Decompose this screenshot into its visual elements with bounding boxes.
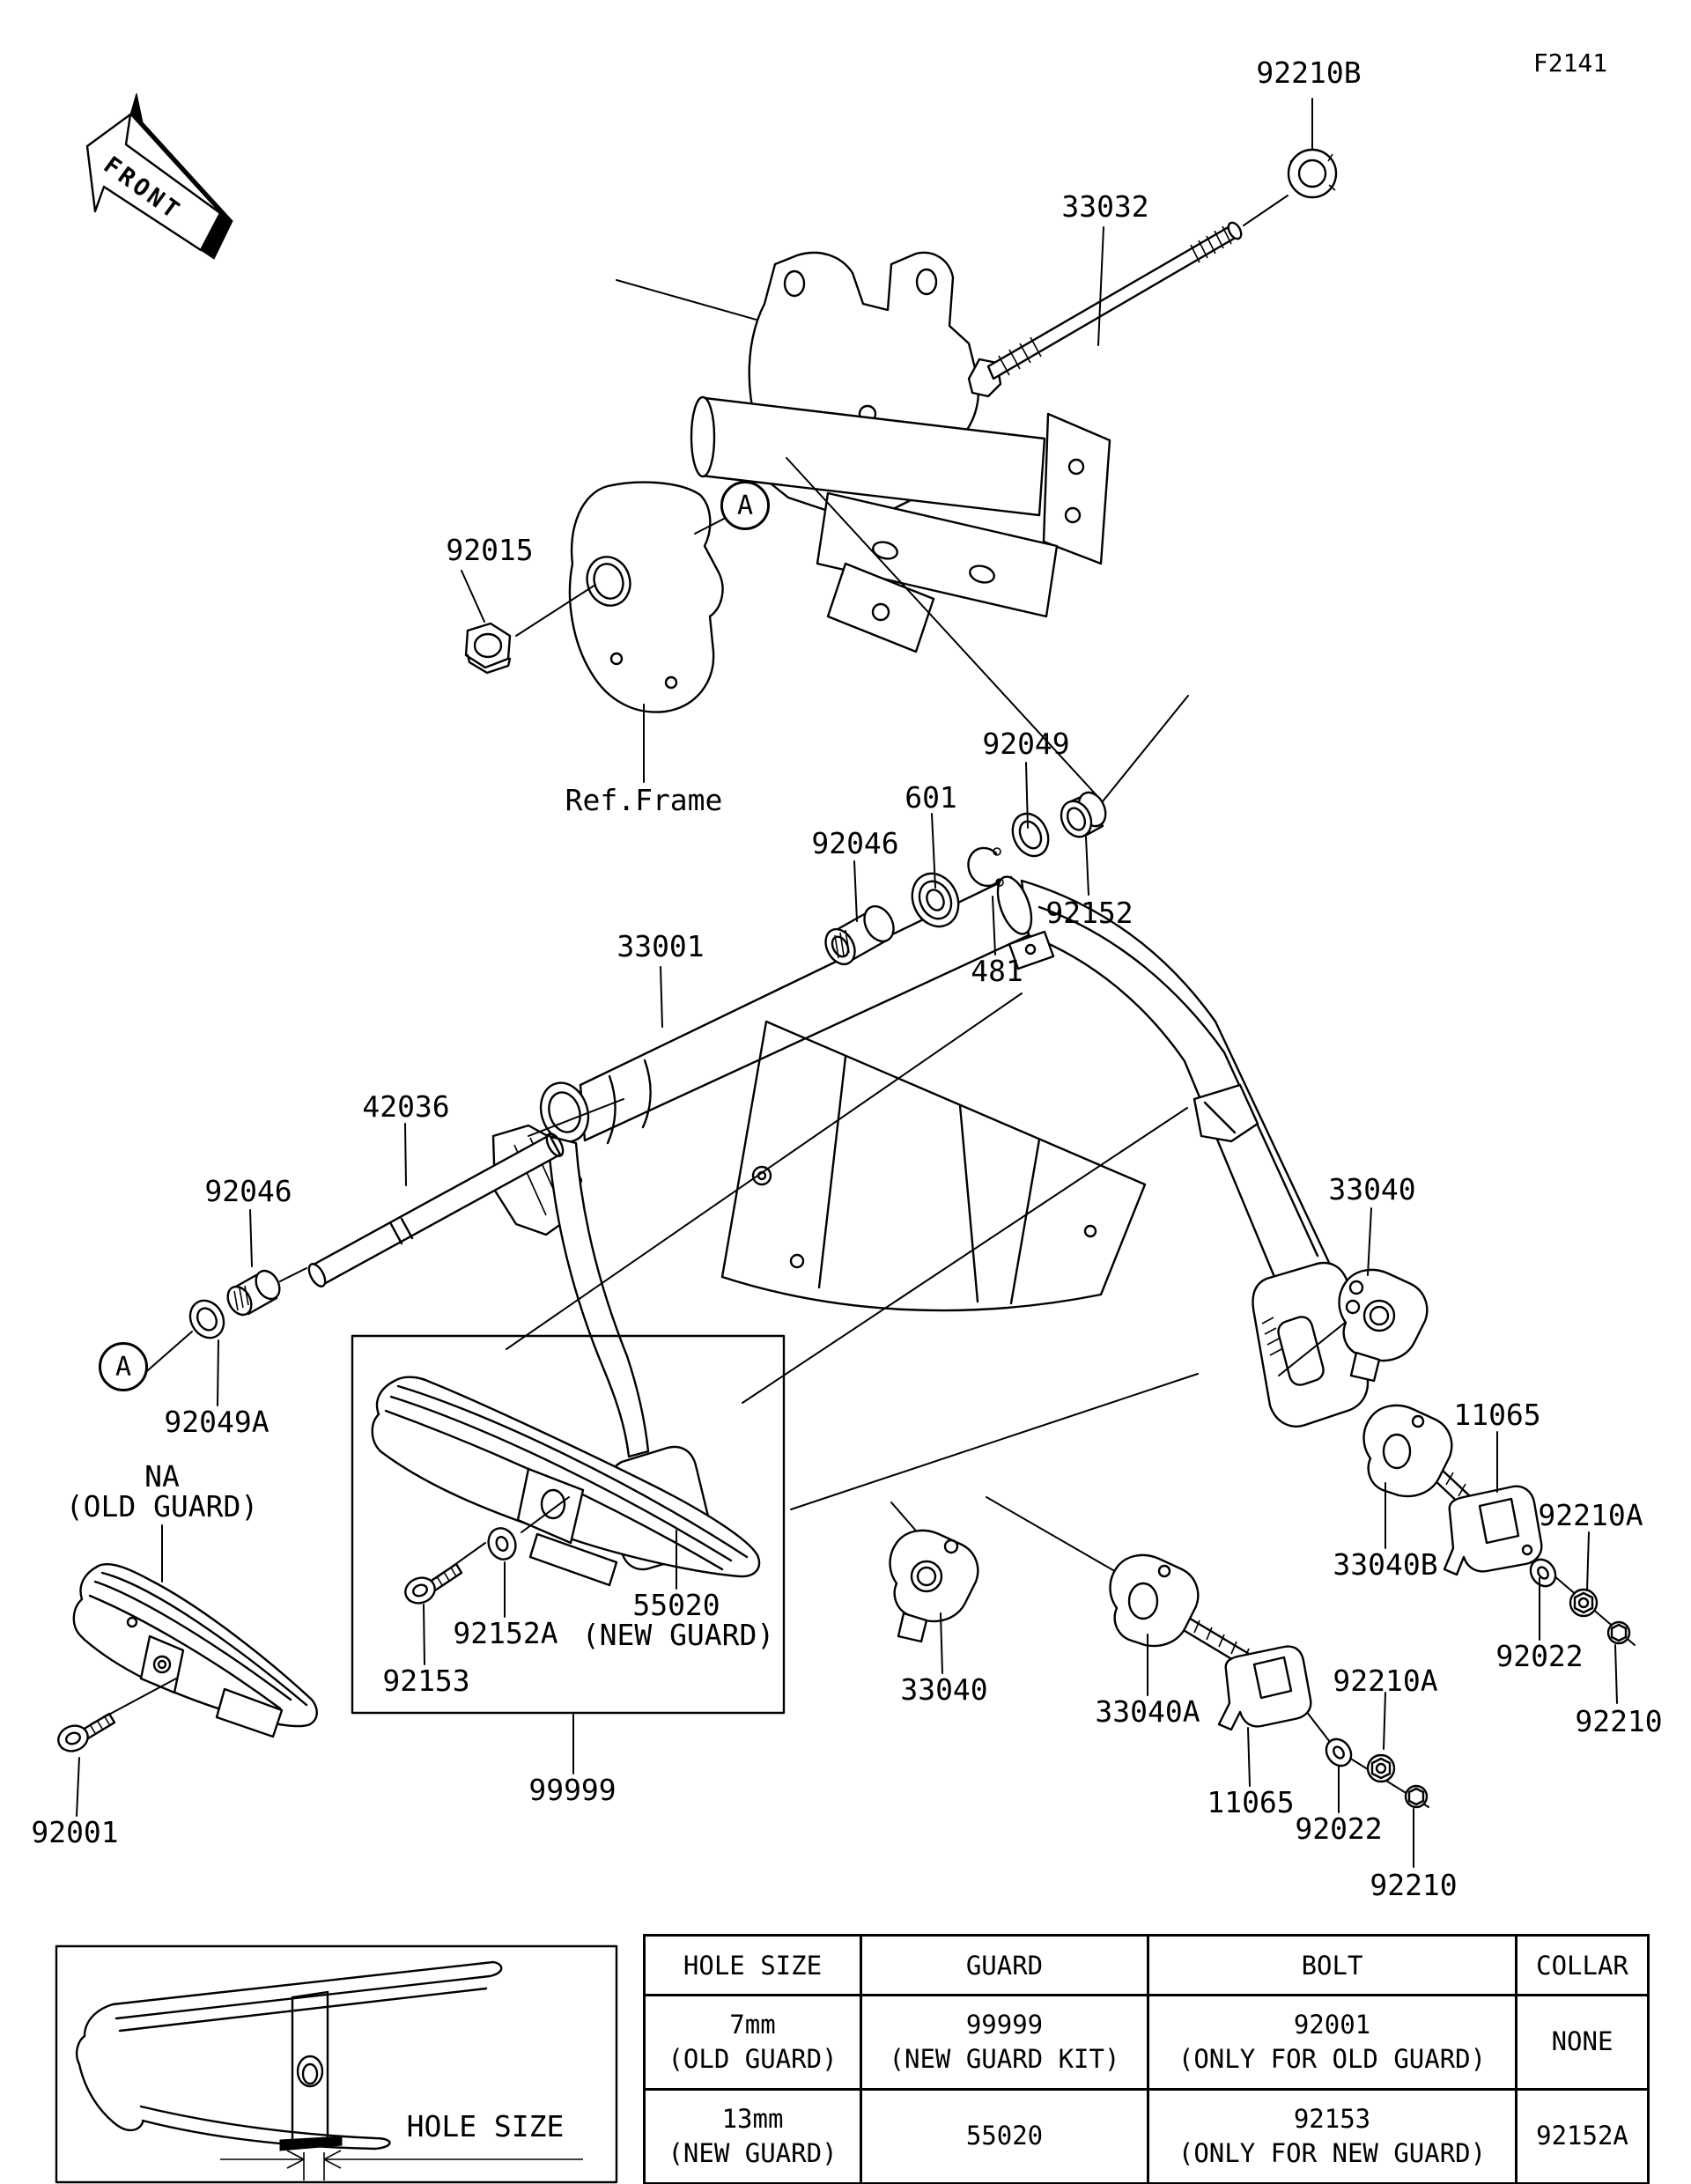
table-header-bolt: BOLT [1147, 1934, 1517, 1996]
part-label-92001: 92001 [31, 1815, 119, 1849]
table-row-old-guard: 7mm(OLD GUARD) 99999(NEW GUARD KIT) 9200… [643, 1994, 1650, 2091]
part-label-601: 601 [905, 780, 957, 815]
right-adjuster-parts-art [1340, 1270, 1630, 1643]
part-label-42036: 42036 [362, 1089, 450, 1124]
part-label-33001: 33001 [617, 929, 705, 963]
part-label-33040B: 33040B [1333, 1547, 1438, 1582]
detail-marker-a-top: A [720, 481, 770, 530]
part-label-92022-right: 92022 [1495, 1639, 1584, 1673]
part-label-92046-top: 92046 [811, 826, 899, 860]
swingarm-art [493, 873, 1368, 1569]
new-guard-label: (NEW GUARD) [581, 1618, 775, 1652]
part-label-92049: 92049 [982, 727, 1070, 761]
new-guard-box-art [352, 1336, 784, 1713]
leader-lines [77, 99, 1617, 1867]
ref-frame-bracket-art [570, 253, 1110, 712]
front-arrow-icon [87, 93, 233, 259]
old-guard-na-label: NA [144, 1459, 180, 1494]
detail-marker-a-left: A [99, 1342, 148, 1391]
part-label-92049A: 92049A [164, 1405, 270, 1439]
part-label-33040-bottom: 33040 [900, 1672, 988, 1707]
part-label-92210-bottom: 92210 [1370, 1868, 1458, 1902]
table-header-row: HOLE SIZE GUARD BOLT COLLAR [643, 1934, 1650, 1996]
pivot-bolt-art [969, 150, 1336, 396]
part-label-92210B: 92210B [1256, 55, 1362, 90]
part-label-33040A: 33040A [1095, 1694, 1200, 1729]
part-label-11065-right: 11065 [1453, 1398, 1541, 1432]
part-label-55020: 55020 [632, 1588, 720, 1622]
part-label-33040-right: 33040 [1328, 1172, 1416, 1206]
part-label-11065-bottom: 11065 [1207, 1785, 1295, 1819]
nut-92015-art [466, 623, 510, 673]
part-label-92152: 92152 [1045, 896, 1133, 930]
part-label-92152A: 92152A [453, 1616, 558, 1650]
part-label-92210-right: 92210 [1575, 1704, 1663, 1738]
ref-frame-label: Ref.Frame [565, 783, 723, 817]
old-guard-label: (OLD GUARD) [65, 1489, 259, 1524]
bottom-adjuster-parts-art [890, 1531, 1428, 1807]
part-label-92210A-bottom: 92210A [1333, 1664, 1438, 1698]
table-header-collar: COLLAR [1515, 1934, 1650, 1996]
table-header-hole-size: HOLE SIZE [643, 1934, 862, 1996]
part-label-481: 481 [971, 954, 1023, 988]
pivot-bearing-parts-art [820, 788, 1111, 970]
hole-size-label: HOLE SIZE [406, 2109, 565, 2143]
hole-size-detail-art [56, 1946, 617, 2182]
part-label-92046-left: 92046 [204, 1174, 292, 1208]
part-label-92210A-right: 92210A [1538, 1498, 1643, 1532]
table-row-new-guard: 13mm(NEW GUARD) 55020 92153(ONLY FOR NEW… [643, 2088, 1650, 2184]
guard-pointer-lines [506, 993, 1198, 1509]
figure-code: F2141 [1532, 48, 1608, 77]
part-label-92015: 92015 [446, 533, 534, 567]
old-guard-art [55, 1564, 317, 1755]
part-label-92153: 92153 [382, 1664, 470, 1698]
part-label-33032: 33032 [1061, 189, 1149, 224]
table-header-guard: GUARD [860, 1934, 1149, 1996]
part-label-99999: 99999 [528, 1773, 617, 1807]
part-label-92022-bottom: 92022 [1295, 1811, 1383, 1846]
guard-spec-table: HOLE SIZE GUARD BOLT COLLAR 7mm(OLD GUAR… [643, 1934, 1650, 2184]
pivot-sleeve-parts-art [184, 1131, 566, 1344]
